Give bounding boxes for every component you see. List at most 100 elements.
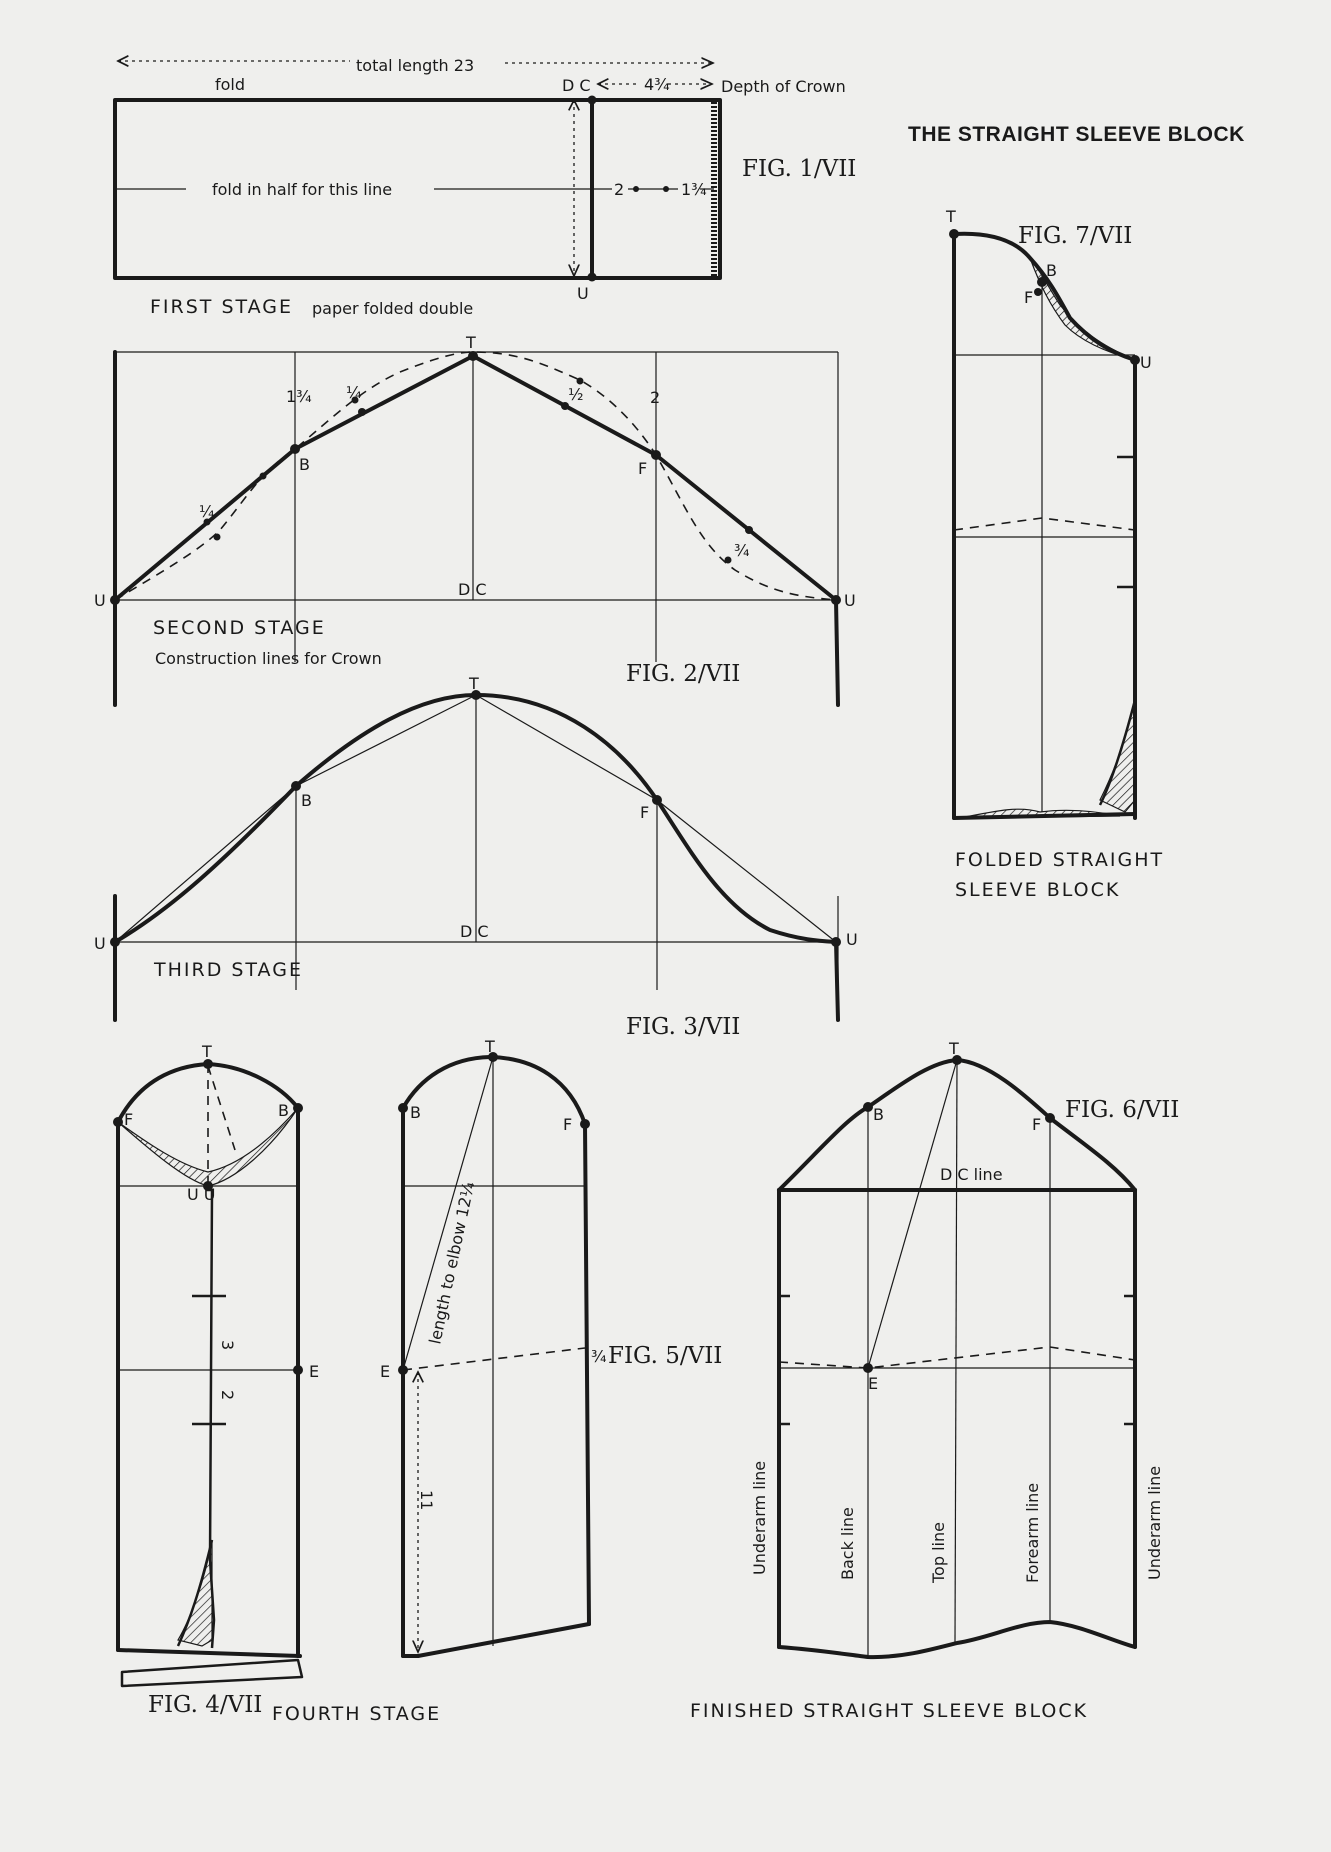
fig6-point-e [863,1363,873,1373]
fig2-half-label: ½ [568,385,584,404]
fig2-stage-label: SECOND STAGE [153,617,326,639]
fig1-first-stage: total length 23 fold D C 4¾ Depth of Cro… [113,56,856,318]
fig5-e-label: E [380,1362,390,1381]
fig3-point-t [471,690,481,700]
fig5-b-label: B [410,1103,421,1122]
fig1-fold-half-text: fold in half for this line [212,180,392,199]
fig4-diagonal-dash [207,1065,236,1151]
fig5-point-b [398,1103,408,1113]
fig4-two-label: 2 [218,1390,237,1400]
fig1-total-length: total length 23 [356,56,474,75]
fig7-crown [952,231,1137,362]
fig4-three-label: 3 [218,1340,237,1350]
fig2-point-u-right [831,595,841,605]
fig4-point-u [203,1181,213,1191]
fig6-f-label: F [1032,1115,1041,1134]
fig3-t-label: T [468,674,479,693]
fig7-fold-edge [1098,699,1137,806]
fig6-underarm-left: Underarm line [750,1461,769,1575]
fig2-b-label: B [299,455,310,474]
fig6-point-b [863,1102,873,1112]
fig1-dc-label: D C [562,76,591,95]
fig6-e-label: E [868,1374,878,1393]
fig7-point-t [949,229,959,239]
fig1-depth-of-crown: Depth of Crown [721,77,846,96]
fig2-mark-5 [351,396,359,404]
fig2-quarter-top: ¼ [346,383,362,402]
fig2-u-left-label: U [94,591,106,610]
fig2-mark-2 [203,518,211,526]
fig6-underarm-right: Underarm line [1145,1466,1164,1580]
fig4-point-f [113,1117,123,1127]
fig4-point-b [293,1103,303,1113]
fig6-caption: FIG. 6/VII [1065,1097,1179,1123]
fig2-point-u-left [110,595,120,605]
fig4-fourth-stage: T F B U U 3 2 E FIG. 4/VII FOURTH STAGE [113,1042,441,1725]
fig4-e-label: E [309,1362,319,1381]
fig6-point-f [1045,1113,1055,1123]
fig2-mark-9 [724,556,732,564]
fig5-caption: FIG. 5/VII [608,1343,722,1369]
fig3-dc-label: D C [460,922,489,941]
page-title: THE STRAIGHT SLEEVE BLOCK [908,123,1245,146]
fig3-point-f [652,795,662,805]
fig2-subtitle: Construction lines for Crown [155,649,382,668]
fig7-stage-line1: FOLDED STRAIGHT [955,849,1164,871]
fig4-caption: FIG. 4/VII [148,1692,262,1718]
fig4-f-label: F [124,1110,133,1129]
fig6-wrist-curve [777,1620,1137,1660]
fig1-mark-point-a [633,186,639,192]
fig7-point-u [1130,355,1140,365]
fig3-right-underarm [834,940,840,1022]
fig2-point-f [651,450,661,460]
fig3-point-b [291,781,301,791]
fig6-back-line-label: Back line [838,1507,857,1580]
fig2-mark-3 [213,533,221,541]
fig4-point-e [293,1365,303,1375]
fig2-right-underarm [834,598,840,707]
fig7-point-f [1034,288,1042,296]
fig5-wrist-line [416,1622,591,1658]
fig4-stage-label: FOURTH STAGE [272,1703,441,1725]
fig4-point-t [203,1059,213,1069]
fig1-caption: FIG. 1/VII [742,156,856,182]
fig2-mark-6 [561,402,569,410]
fig6-stage-label: FINISHED STRAIGHT SLEEVE BLOCK [690,1700,1088,1722]
fig1-stage-label: FIRST STAGE [150,296,293,318]
fig3-f-label: F [640,803,649,822]
fig2-dc-label: D C [458,580,487,599]
fig1-mark-one-three-quarter: 1¾ [681,180,707,199]
fig7-folded-block: T B F U FIG. 7/VII FOLDED STRAIGHT SLEEV… [945,207,1164,901]
fig7-point-b [1037,277,1047,287]
fig6-forearm-line-label: Forearm line [1023,1483,1042,1583]
fig1-u-label: U [577,284,589,303]
fig4-uu-label: U U [187,1185,216,1204]
fig6-point-t [952,1055,962,1065]
fig6-t-label: T [948,1039,959,1058]
fig3-stage-label: THIRD STAGE [153,959,303,981]
fig6-finished-block: T B F D C line E Underarm line Back line… [690,1039,1179,1722]
fig3-u-left-label: U [94,934,106,953]
fig7-b-label: B [1046,261,1057,280]
fig7-u-label: U [1140,353,1152,372]
fig1-crown-depth-value: 4¾ [644,75,670,94]
fig6-top-line-label: Top line [929,1522,948,1584]
fig3-point-u-left [110,937,120,947]
fig2-caption: FIG. 2/VII [626,661,740,687]
fig4-fold-edge [176,1539,214,1647]
fig6-elbow-dash [778,1346,1136,1369]
fig2-mark-1 [259,472,267,480]
fig5-eleven-label: 11 [417,1490,436,1510]
fig1-mark-point-b [663,186,669,192]
fig2-quarter-left: ¼ [199,502,215,521]
fig5-right-edge [583,1122,591,1626]
fig2-mark-7 [576,377,584,385]
fig6-dc-line-label: D C line [940,1165,1003,1184]
fig7-caption: FIG. 7/VII [1018,223,1132,249]
fig1-fold-label: fold [215,75,245,94]
fig6-b-label: B [873,1105,884,1124]
fig1-u-point [587,272,597,282]
fig4-wrist-strip [120,1658,304,1688]
fig7-stage-line2: SLEEVE BLOCK [955,879,1120,901]
